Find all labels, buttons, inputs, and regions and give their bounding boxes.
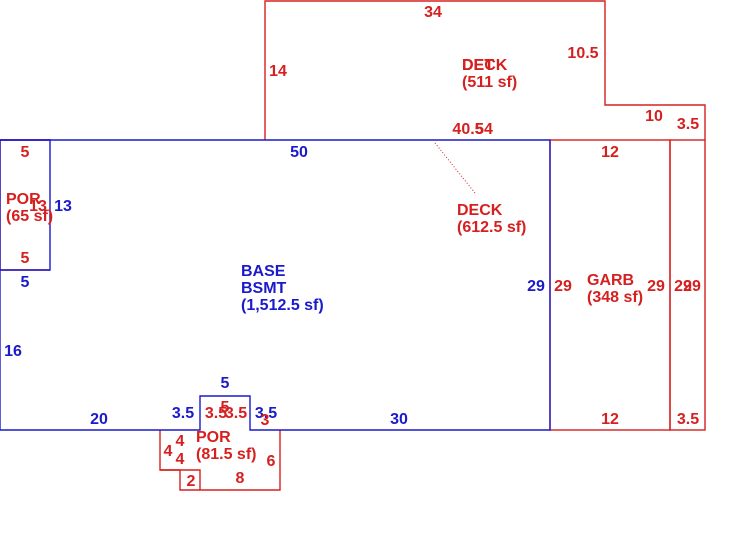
dim-deck-left: 14	[269, 63, 287, 80]
dim-left-porch-bottom: 5	[21, 250, 30, 267]
dim-deck-bottom-b: 54	[475, 121, 493, 138]
left-porch-area: (65 sf)	[6, 208, 53, 225]
dim-deck-top: 34	[424, 4, 442, 21]
base-name-2: BSMT	[241, 280, 287, 297]
dim-base-bottom-right: 30	[390, 411, 408, 428]
deck-connector-line	[434, 142, 476, 194]
bottom-porch-step	[160, 469, 200, 491]
dim-garage-left: 29	[554, 278, 572, 295]
dim-porch-b: 5	[221, 399, 230, 416]
garage-area: (348 sf)	[587, 289, 643, 306]
dim-garage-strip-bottom: 3.5	[677, 411, 699, 428]
dim-porch-c: 3.5	[225, 405, 247, 422]
dim-base-notch-right: 3.5	[255, 405, 277, 422]
dim-porch-e: 4	[176, 433, 185, 450]
dim-garage-top: 12	[601, 144, 619, 161]
bottom-porch-area: (81.5 sf)	[196, 446, 256, 463]
bottom-porch-outline	[159, 430, 281, 491]
deck-upper-area: (511 sf)	[462, 74, 517, 91]
left-porch-blue-outline	[0, 139, 51, 271]
dim-garage-right: 29	[647, 278, 665, 295]
dim-deck-step-right: 3.5	[677, 116, 699, 133]
dim-base-top: 50	[290, 144, 308, 161]
deck-lower-area: (612.5 sf)	[457, 219, 526, 236]
bottom-porch-name: POR	[196, 429, 231, 446]
dim-deck-bottom-a: 40.5	[452, 121, 483, 138]
base-outline	[0, 139, 551, 431]
dim-porch-f: 4	[164, 443, 173, 460]
base-name: BASE	[241, 263, 286, 280]
dim-deck-right: 10.5	[567, 45, 598, 62]
dim-porch-d: 3	[261, 412, 270, 429]
upper-deck-outline	[264, 0, 706, 140]
deck-lower-name: DECK	[457, 202, 503, 219]
dim-porch-a: 3.5	[205, 405, 227, 422]
left-porch-name: POR	[6, 191, 41, 208]
dim-deck-step-top: 10	[645, 108, 663, 125]
dim-base-side: 13	[54, 198, 72, 215]
dim-porch-h: 2	[187, 473, 196, 490]
dim-base-notch-left: 3.5	[172, 405, 194, 422]
dim-left-porch-side: 13	[29, 198, 47, 215]
deck-upper-name: DET	[462, 57, 494, 74]
dim-base-left-upper: 5	[21, 274, 30, 291]
dim-base-notch-top: 5	[221, 375, 230, 392]
dim-base-left: 16	[4, 343, 22, 360]
dim-left-porch-top: 5	[21, 144, 30, 161]
garage-strip-outline	[669, 139, 706, 431]
dim-garage-bottom: 12	[601, 411, 619, 428]
garage-name: GARB	[587, 272, 634, 289]
base-area: (1,512.5 sf)	[241, 297, 324, 314]
deck-upper-name-overlap: DECK	[462, 57, 508, 74]
dim-garage-strip-overlap: 29	[674, 278, 692, 295]
dim-garage-strip-right: 29	[683, 278, 701, 295]
dim-base-right: 29	[527, 278, 545, 295]
dim-porch-i: 8	[236, 470, 245, 487]
dim-base-bottom-left: 20	[90, 411, 108, 428]
dim-porch-j: 6	[267, 453, 276, 470]
dim-porch-g: 4	[176, 451, 185, 468]
